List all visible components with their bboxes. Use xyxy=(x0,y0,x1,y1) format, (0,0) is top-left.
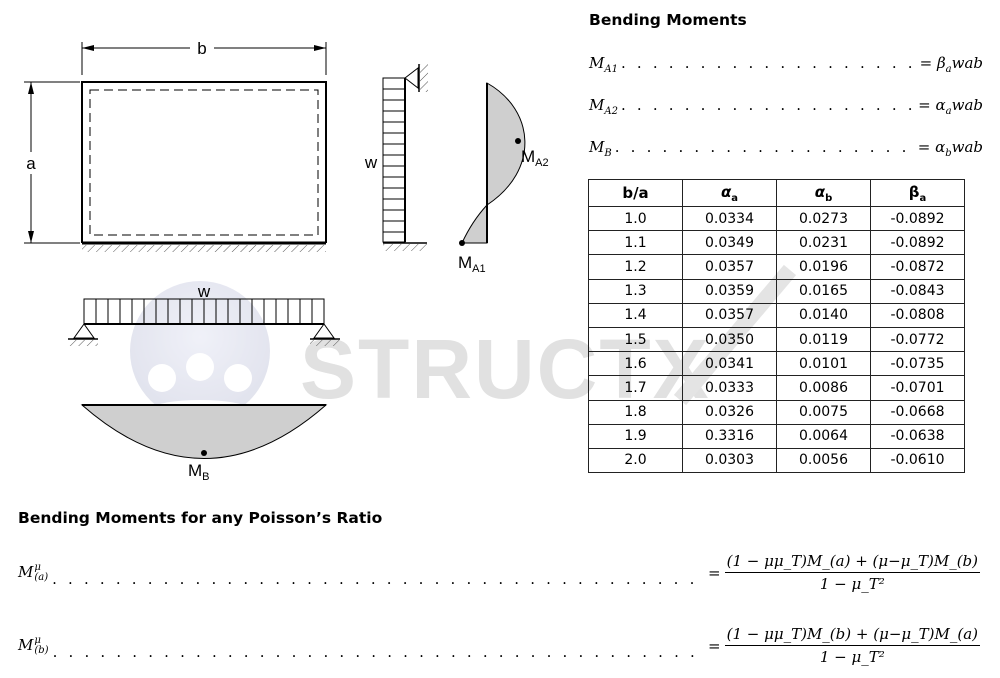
table-cell: -0.0735 xyxy=(870,351,965,377)
table-cell: 0.0357 xyxy=(682,254,777,280)
table-header-row: b/a αa αb βa xyxy=(588,179,965,207)
dim-a-label: a xyxy=(26,154,36,173)
dimension-b: b xyxy=(81,39,327,75)
table-cell: -0.0772 xyxy=(870,326,965,353)
table-cell: 1.4 xyxy=(588,302,683,328)
table-cell: 0.0056 xyxy=(776,447,871,474)
table-cell: 0.3316 xyxy=(682,423,777,449)
table-cell: 1.2 xyxy=(588,254,683,280)
label-ma1: M xyxy=(458,253,472,272)
table-cell: 1.0 xyxy=(588,205,683,232)
table-cell: -0.0610 xyxy=(870,447,965,474)
svg-text:MA1: MA1 xyxy=(458,253,486,275)
table-cell: -0.0872 xyxy=(870,254,965,280)
table-cell: 0.0086 xyxy=(776,375,871,401)
table-cell: 0.0326 xyxy=(682,399,777,425)
label-ma1-sub: A1 xyxy=(472,263,485,275)
table-cell: 0.0334 xyxy=(682,205,777,232)
table-cell: 0.0273 xyxy=(776,205,871,232)
equation-ma2: MA2 . . . . . . . . . . . . . . . . . . … xyxy=(589,96,983,117)
vertical-moment-diagram: MA2 MA1 xyxy=(458,82,549,275)
svg-text:MB: MB xyxy=(188,461,210,483)
table-cell: 1.5 xyxy=(588,326,683,353)
table-cell: 0.0165 xyxy=(776,278,871,304)
equation-mb: MB . . . . . . . . . . . . . . . . . . .… xyxy=(589,138,983,159)
dim-b-label: b xyxy=(197,39,206,58)
table-cell: 1.1 xyxy=(588,230,683,256)
horizontal-moment-diagram: MB xyxy=(80,404,328,483)
table-cell: 0.0196 xyxy=(776,254,871,280)
svg-text:MA2: MA2 xyxy=(521,147,549,169)
col-header-ratio: b/a xyxy=(588,179,683,207)
table-cell: -0.0808 xyxy=(870,302,965,328)
col-header-alpha-a: αa xyxy=(682,179,777,207)
label-mb-sub: B xyxy=(202,471,209,483)
table-cell: -0.0892 xyxy=(870,205,965,232)
table-cell: 1.6 xyxy=(588,351,683,377)
table-cell: 0.0341 xyxy=(682,351,777,377)
table-cell: 0.0119 xyxy=(776,326,871,353)
fraction-m-b: (1 − μμ_T)M_(b) + (μ−μ_T)M_(a) 1 − μ_T² xyxy=(724,625,980,666)
load-w-vertical: w xyxy=(364,153,378,172)
table-cell: -0.0668 xyxy=(870,399,965,425)
plate xyxy=(81,81,327,252)
col-header-beta-a: βa xyxy=(870,179,965,207)
dimension-a: a xyxy=(24,81,80,244)
table-cell: 0.0303 xyxy=(682,447,777,474)
table-cell: 0.0349 xyxy=(682,230,777,256)
table-cell: 0.0064 xyxy=(776,423,871,449)
fraction-m-a: (1 − μμ_T)M_(a) + (μ−μ_T)M_(b) 1 − μ_T² xyxy=(724,552,980,593)
vertical-load: w xyxy=(364,64,428,251)
table-cell: 0.0357 xyxy=(682,302,777,328)
table-cell: -0.0701 xyxy=(870,375,965,401)
table-cell: 1.7 xyxy=(588,375,683,401)
table-cell: 1.9 xyxy=(588,423,683,449)
table-cell: 1.8 xyxy=(588,399,683,425)
table-cell: 0.0140 xyxy=(776,302,871,328)
table-cell: 0.0075 xyxy=(776,399,871,425)
table-cell: 0.0359 xyxy=(682,278,777,304)
table-cell: 0.0101 xyxy=(776,351,871,377)
col-header-alpha-b: αb xyxy=(776,179,871,207)
table-cell: -0.0638 xyxy=(870,423,965,449)
table-cell: 0.0350 xyxy=(682,326,777,353)
heading-poisson: Bending Moments for any Poisson’s Ratio xyxy=(18,509,383,527)
horizontal-load: w xyxy=(68,282,340,346)
label-ma2: M xyxy=(521,147,535,166)
heading-bending-moments: Bending Moments xyxy=(589,11,747,29)
table-cell: 2.0 xyxy=(588,447,683,474)
equation-ma1: MA1 . . . . . . . . . . . . . . . . . . … xyxy=(589,54,983,75)
table-cell: 0.0333 xyxy=(682,375,777,401)
table-cell: -0.0843 xyxy=(870,278,965,304)
label-mb: M xyxy=(188,461,202,480)
label-ma2-sub: A2 xyxy=(535,157,548,169)
table-cell: -0.0892 xyxy=(870,230,965,256)
table-cell: 0.0231 xyxy=(776,230,871,256)
table-cell: 1.3 xyxy=(588,278,683,304)
load-w-horizontal: w xyxy=(197,282,211,301)
